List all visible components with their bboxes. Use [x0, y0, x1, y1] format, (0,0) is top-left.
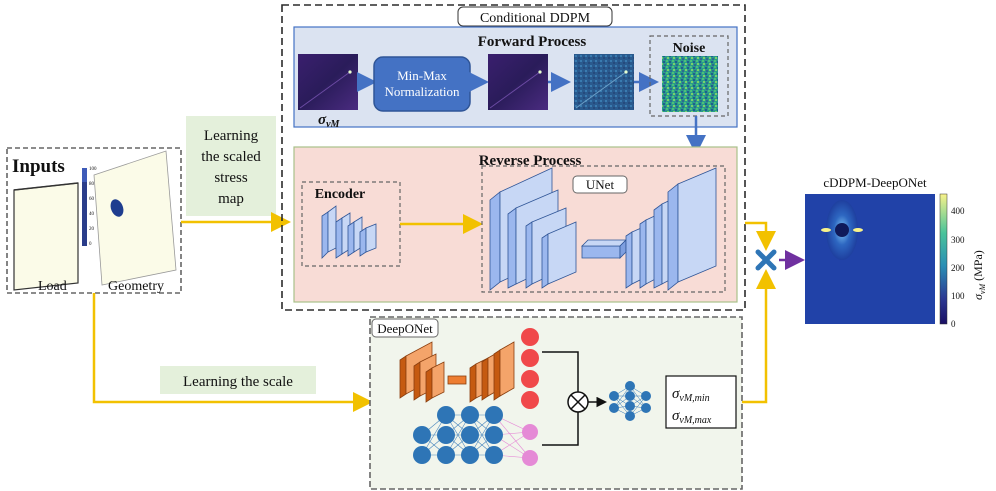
learning-scaled-label-box [186, 116, 276, 216]
input-tick: 20 [89, 227, 95, 232]
trunk-mlp [413, 406, 538, 466]
colorbar-tick: 200 [951, 263, 965, 273]
sigma-max-label: σvM,max [672, 408, 712, 426]
input-tick: 40 [89, 212, 95, 217]
input-tick: 80 [89, 182, 95, 187]
cddpm-title: Conditional DDPM [480, 11, 591, 26]
stress-map-original [298, 54, 358, 110]
noise-label: Noise [673, 41, 706, 56]
unet-label-box [572, 175, 628, 194]
stress-map-normalized [488, 54, 548, 110]
normalization-line1: Min-Max [397, 68, 447, 83]
geometry-image [93, 150, 177, 286]
unet-box [481, 165, 726, 293]
arrow-deeponet-to-merge [742, 269, 776, 404]
product-operator-icon [567, 391, 589, 413]
branch-cnn [399, 341, 515, 403]
learning-scaled-line2: the scaled [201, 149, 261, 165]
scale-outputs-box [665, 375, 737, 429]
branch-output-nodes [521, 328, 539, 409]
branch-to-product-line [542, 351, 579, 392]
cddpm-title-box [457, 6, 613, 27]
input-colorbar [82, 168, 87, 246]
noise-box [649, 35, 729, 117]
encoder-layers [321, 205, 377, 259]
cddpm-box [281, 4, 746, 311]
stress-map-partial-noise [574, 54, 634, 110]
unet-layers [489, 167, 717, 291]
sigma-min-label: σvM,min [672, 386, 710, 404]
deeponet-title: DeepONet [377, 321, 433, 336]
learning-scaled-line4: map [218, 191, 244, 207]
load-label: Load [38, 279, 67, 294]
output-mlp [609, 381, 651, 421]
input-tick: 100 [89, 167, 97, 172]
load-image [13, 182, 79, 291]
colorbar-tick: 400 [951, 206, 965, 216]
input-tick: 0 [89, 242, 92, 247]
noise-image [662, 56, 718, 112]
inputs-title: Inputs [12, 156, 65, 177]
learning-scaled-line3: stress [214, 170, 247, 186]
input-tick: 60 [89, 197, 95, 202]
multiply-icon [755, 249, 777, 271]
geometry-label: Geometry [108, 279, 164, 294]
colorbar-tick: 100 [951, 291, 965, 301]
arrow-inputs-to-deeponet [92, 293, 373, 412]
encoder-label: Encoder [315, 187, 366, 202]
learning-scale-label: Learning the scale [183, 374, 293, 390]
learning-scaled-line1: Learning [204, 128, 259, 144]
deeponet-title-box [371, 318, 439, 338]
colorbar-tick: 0 [951, 319, 956, 329]
normalization-line2: Normalization [384, 84, 460, 99]
colorbar-label: σvM(MPa) [971, 250, 987, 300]
output-colorbar [939, 193, 948, 325]
output-stress-map [805, 194, 935, 324]
unet-label: UNet [586, 177, 615, 192]
learning-scale-label-box [160, 366, 316, 394]
sigma-vm-label: σvM [318, 112, 341, 130]
trunk-to-product-line [542, 412, 579, 446]
arrow-cddpm-to-merge [745, 221, 776, 251]
forward-process-title: Forward Process [478, 34, 587, 50]
output-title: cDDPM-DeepONet [823, 175, 927, 190]
reverse-process-title: Reverse Process [479, 153, 582, 169]
colorbar-tick: 300 [951, 235, 965, 245]
